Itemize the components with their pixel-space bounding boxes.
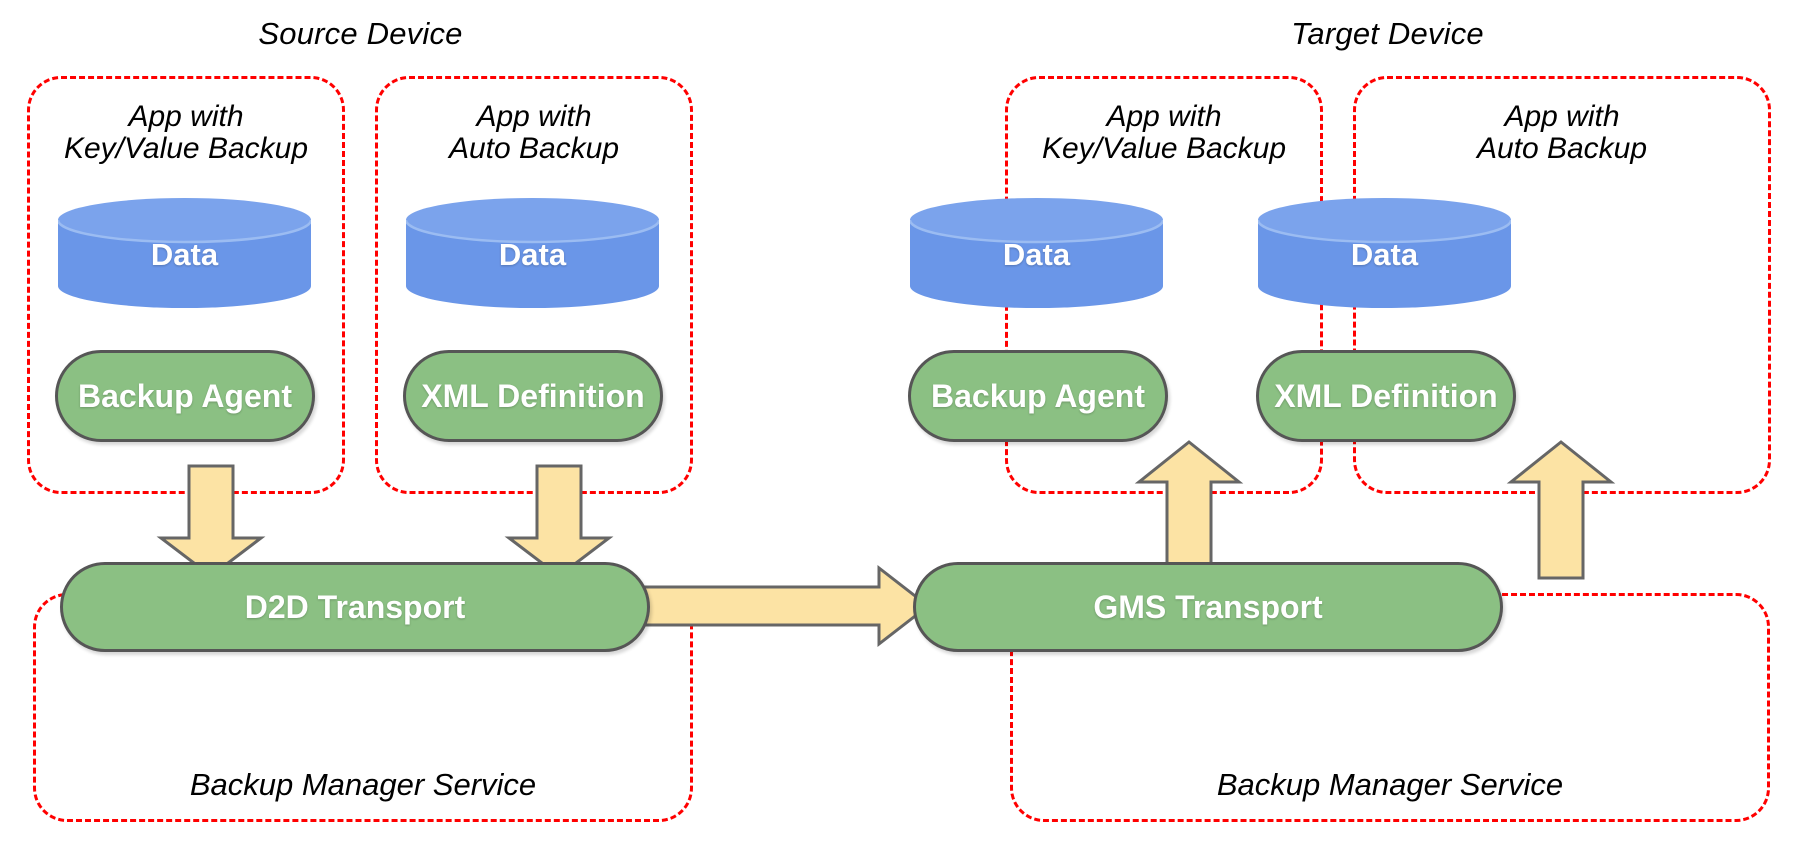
app-label-line2: Auto Backup [1476,132,1648,166]
backup-agent-label: Backup Agent [931,377,1145,414]
arrow-gms-to-xml-definition [1505,440,1617,580]
gms-transport-component[interactable]: GMS Transport [913,562,1503,652]
source-app-auto-label: App with Auto Backup [378,100,690,166]
target-app-auto-data-cylinder: Data [1258,198,1511,308]
backup-agent-label: Backup Agent [78,377,292,414]
source-app-keyvalue-container: App with Key/Value Backup [27,76,345,494]
app-label-line1: App with [128,100,244,133]
app-label-line1: App with [1106,100,1222,133]
xml-definition-label: XML Definition [1274,377,1498,414]
target-app-auto-label: App with Auto Backup [1356,100,1768,166]
target-device-title: Target Device [1291,16,1484,51]
app-label-line2: Key/Value Backup [63,132,309,166]
target-app-keyvalue-container: App with Key/Value Backup [1005,76,1323,494]
target-xml-definition-component[interactable]: XML Definition [1256,350,1516,442]
source-app-auto-data-cylinder: Data [406,198,659,308]
source-app-keyvalue-data-cylinder: Data [58,198,311,308]
source-app-auto-container: App with Auto Backup [375,76,693,494]
source-xml-definition-component[interactable]: XML Definition [403,350,663,442]
gms-transport-label: GMS Transport [1093,588,1323,625]
arrow-d2d-to-gms [634,564,932,648]
target-service-label: Backup Manager Service [1216,767,1564,802]
source-backup-agent-component[interactable]: Backup Agent [55,350,315,442]
app-label-line2: Auto Backup [448,132,620,166]
d2d-transport-label: D2D Transport [244,588,466,625]
arrow-gms-to-backup-agent [1133,440,1245,580]
source-service-label: Backup Manager Service [189,767,537,802]
source-app-keyvalue-label: App with Key/Value Backup [30,100,342,166]
arrow-xml-definition-to-d2d [503,464,615,578]
d2d-transport-component[interactable]: D2D Transport [60,562,650,652]
app-label-line2: Key/Value Backup [1041,132,1287,166]
app-label-line1: App with [1504,100,1620,133]
target-backup-agent-component[interactable]: Backup Agent [908,350,1168,442]
source-device-title: Source Device [258,16,463,51]
target-app-keyvalue-data-cylinder: Data [910,198,1163,308]
arrow-backup-agent-to-d2d [155,464,267,578]
app-label-line1: App with [476,100,592,133]
xml-definition-label: XML Definition [421,377,645,414]
target-app-keyvalue-label: App with Key/Value Backup [1008,100,1320,166]
